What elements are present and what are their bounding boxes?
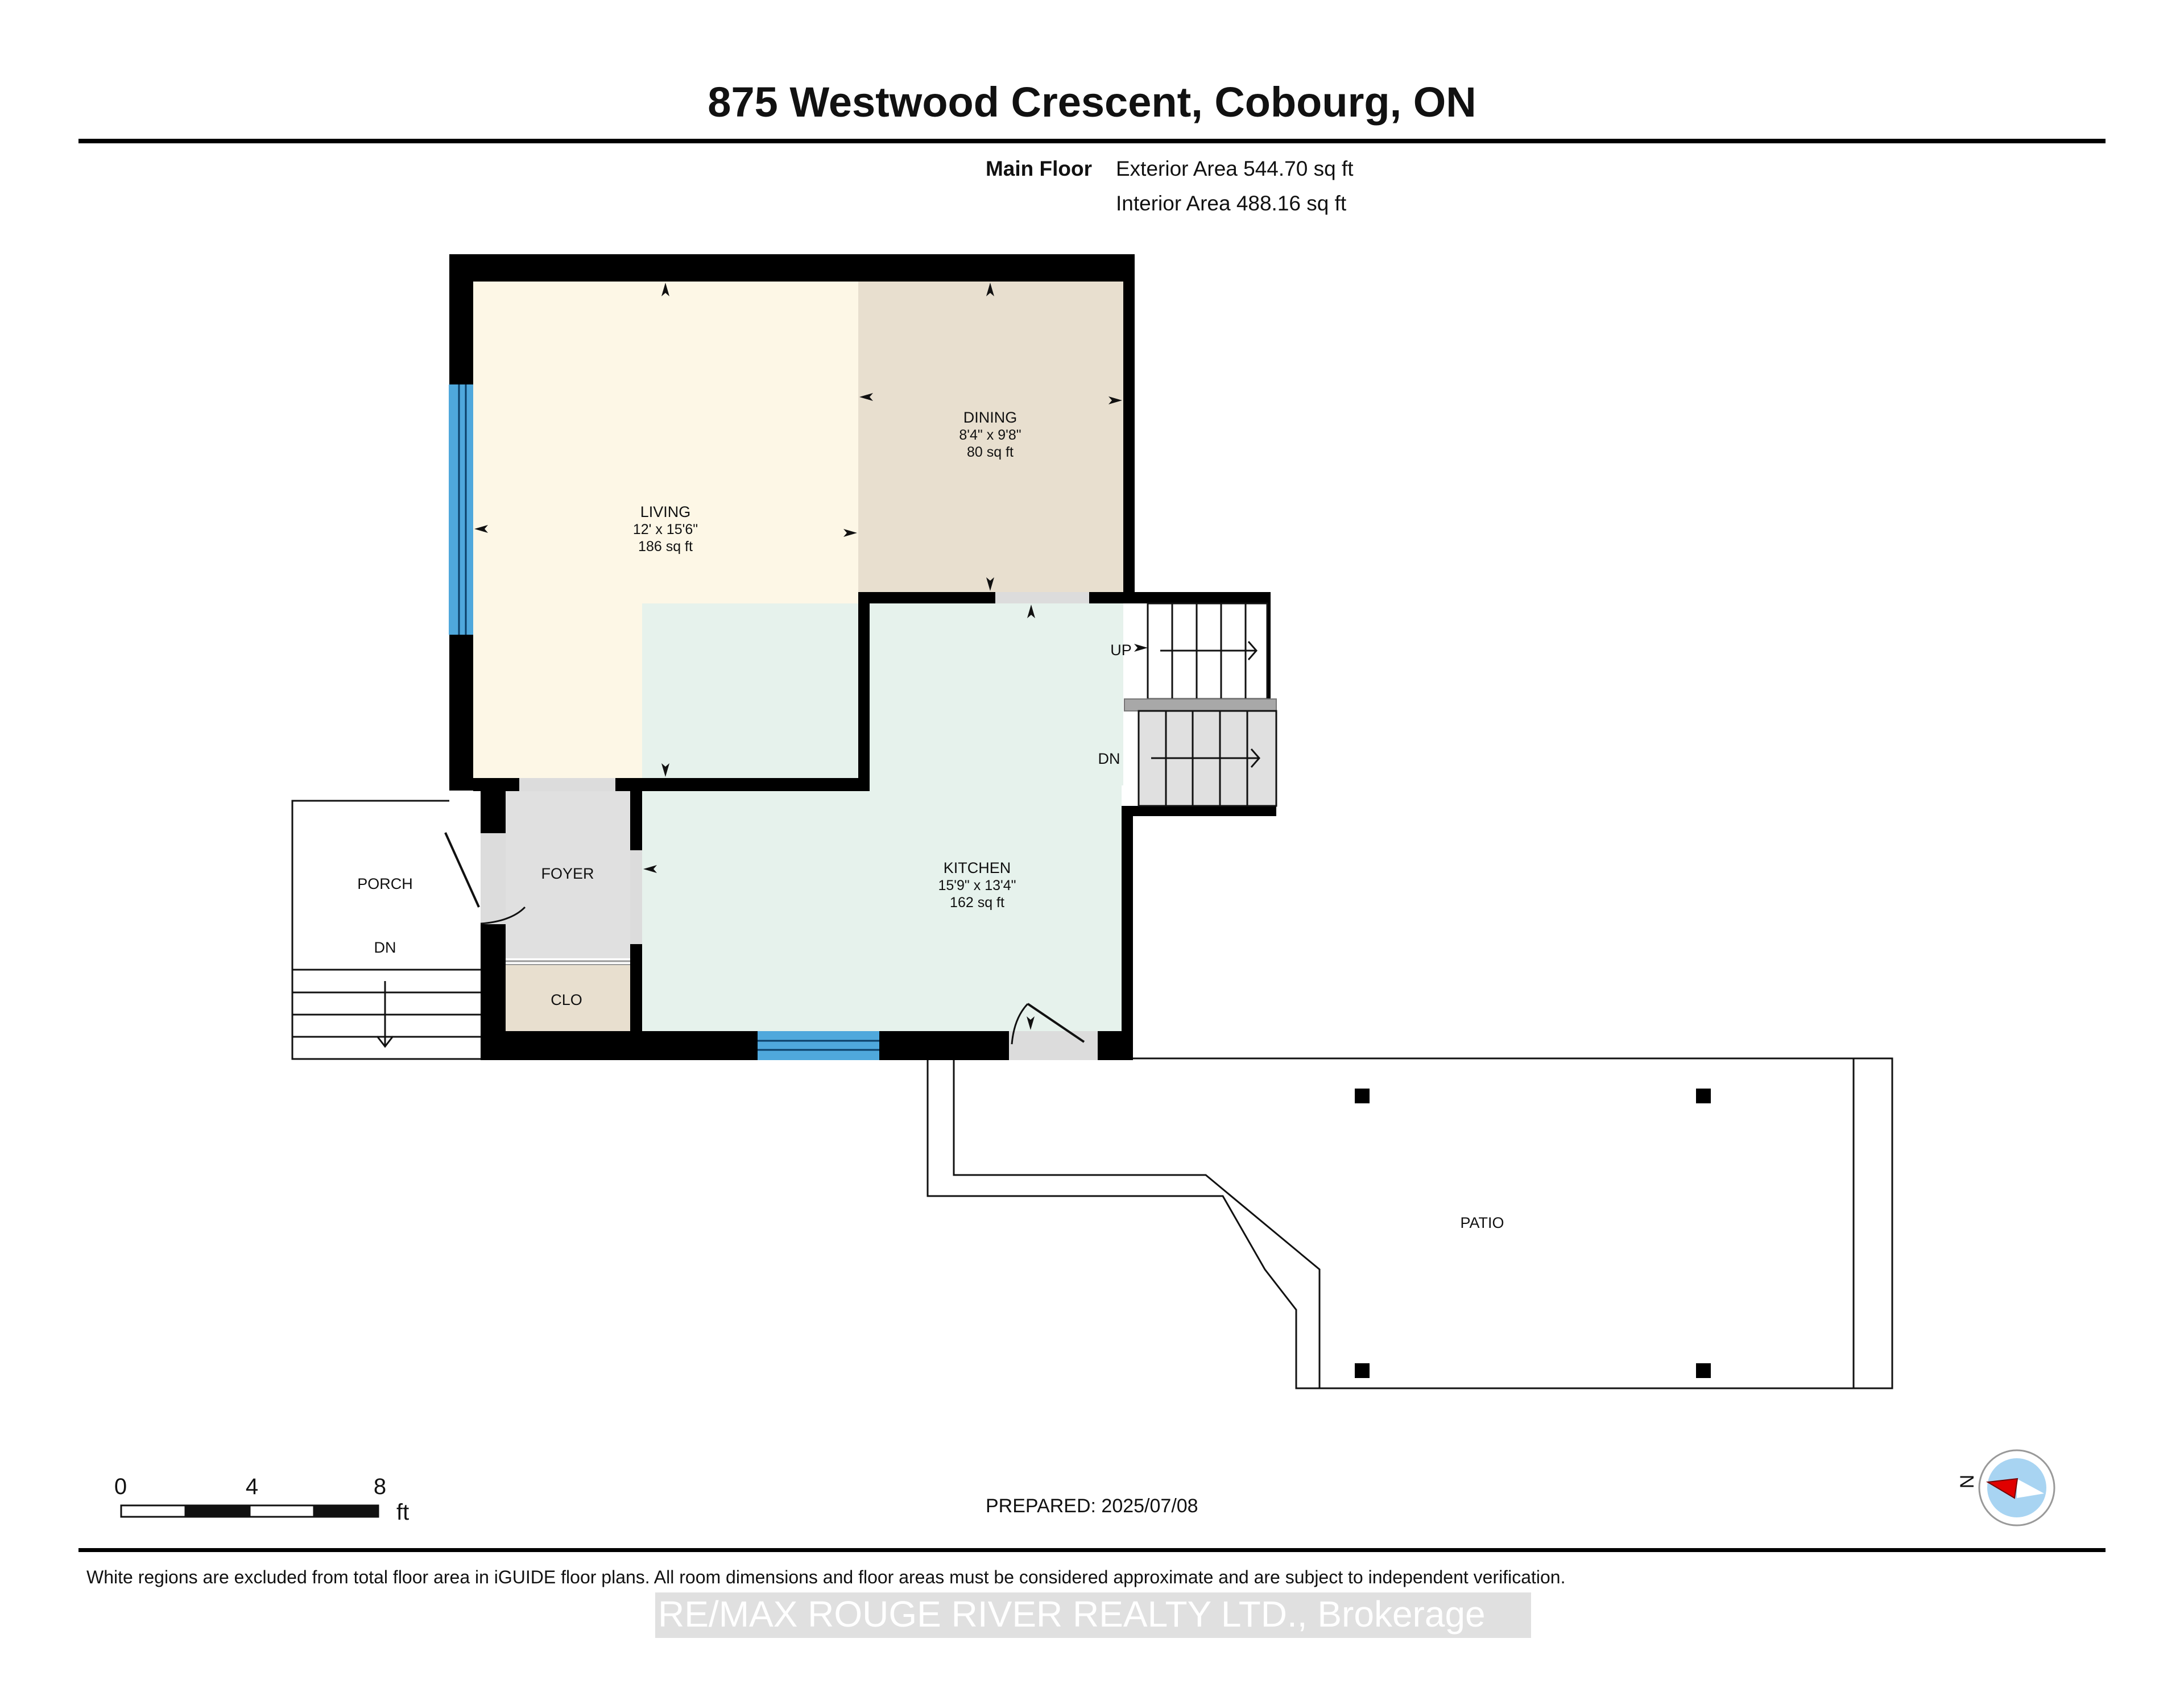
arrow-down-icon bbox=[986, 577, 994, 591]
floor-label: Main Floor bbox=[986, 157, 1092, 180]
header-rule bbox=[78, 139, 2106, 143]
wall-stairs-bottom bbox=[1122, 806, 1276, 816]
scale-unit: ft bbox=[396, 1500, 409, 1525]
room-label-dining: DINING 8'4" x 9'8" 80 sq ft bbox=[959, 409, 1021, 460]
room-label-closet: CLO bbox=[551, 991, 582, 1008]
scale-bar: 0 4 8 ft bbox=[114, 1474, 409, 1525]
room-area: 186 sq ft bbox=[638, 539, 693, 555]
footer-rule bbox=[78, 1548, 2106, 1552]
opening-living-foyer bbox=[519, 778, 615, 791]
foyer-fill bbox=[506, 791, 630, 958]
room-label-patio: PATIO bbox=[1460, 1214, 1504, 1231]
wall-living-kitchen bbox=[858, 592, 870, 791]
compass-icon: N bbox=[1956, 1449, 2055, 1526]
room-area: 80 sq ft bbox=[967, 444, 1014, 460]
wall-right-dining bbox=[1123, 254, 1135, 595]
opening-foyer-kitchen bbox=[630, 850, 642, 944]
room-area: 162 sq ft bbox=[950, 895, 1004, 911]
room-dimensions: 12' x 15'6" bbox=[633, 522, 698, 537]
room-name: KITCHEN bbox=[944, 859, 1011, 876]
wall-bottom bbox=[481, 1031, 1009, 1060]
wall-foyer-left-top bbox=[481, 791, 506, 833]
room-label-kitchen: KITCHEN 15'9" x 13'4" 162 sq ft bbox=[938, 859, 1016, 911]
arrow-right-icon bbox=[1108, 396, 1122, 404]
scale-tick-8: 8 bbox=[374, 1474, 386, 1499]
arrow-down-icon bbox=[1027, 1016, 1035, 1030]
arrow-up-icon bbox=[986, 283, 994, 296]
window-living-left bbox=[449, 384, 473, 635]
interior-area: Interior Area 488.16 sq ft bbox=[1116, 192, 1347, 215]
arrow-right-icon bbox=[1134, 644, 1148, 652]
compass-north-label: N bbox=[1956, 1475, 1978, 1489]
watermark: RE/MAX ROUGE RIVER REALTY LTD., Brokerag… bbox=[655, 1592, 1531, 1638]
stairs-up-label: UP bbox=[1110, 642, 1132, 659]
patio-post bbox=[1696, 1363, 1711, 1378]
room-label-living: LIVING 12' x 15'6" 186 sq ft bbox=[633, 503, 698, 555]
arrow-left-icon bbox=[859, 393, 873, 401]
disclaimer: White regions are excluded from total fl… bbox=[86, 1567, 1565, 1587]
front-door-arc bbox=[480, 906, 526, 925]
prepared-date: PREPARED: 2025/07/08 bbox=[986, 1495, 1198, 1517]
room-label-porch: PORCH bbox=[357, 875, 413, 892]
opening-dining-kitchen bbox=[995, 592, 1089, 603]
patio-post bbox=[1355, 1363, 1370, 1378]
stair-landing bbox=[1124, 698, 1277, 711]
porch bbox=[291, 800, 481, 1060]
dimension-arrows bbox=[474, 283, 1148, 1030]
stairs-down bbox=[1138, 710, 1277, 807]
front-door-leaf bbox=[444, 832, 480, 908]
window-kitchen-bottom bbox=[758, 1031, 879, 1060]
room-name: LIVING bbox=[640, 503, 691, 520]
patio bbox=[926, 1057, 1893, 1389]
arrow-down-icon bbox=[661, 763, 669, 777]
arrow-right-icon bbox=[843, 529, 857, 537]
wall-foyer-kitchen-top bbox=[630, 791, 642, 850]
scale-tick-0: 0 bbox=[114, 1474, 127, 1499]
room-name: DINING bbox=[963, 409, 1017, 426]
arrow-left-icon bbox=[474, 525, 488, 533]
patio-door-leaf bbox=[1027, 1003, 1085, 1043]
room-dimensions: 15'9" x 13'4" bbox=[938, 878, 1016, 893]
wall-kitchen-top-left bbox=[858, 592, 995, 603]
arrow-up-icon bbox=[661, 283, 669, 296]
porch-stairs-label: DN bbox=[374, 939, 396, 956]
arrow-up-icon bbox=[1027, 605, 1035, 618]
room-dimensions: 8'4" x 9'8" bbox=[959, 427, 1021, 443]
room-label-foyer: FOYER bbox=[541, 865, 594, 882]
page-title: 875 Westwood Crescent, Cobourg, ON bbox=[708, 78, 1476, 126]
wall-stairs-up-right bbox=[1266, 592, 1271, 699]
patio-door-arc bbox=[1011, 1003, 1029, 1045]
patio-post bbox=[1696, 1089, 1711, 1103]
dining-room-fill bbox=[858, 282, 1123, 592]
closet-fill bbox=[504, 964, 630, 1031]
patio-post bbox=[1355, 1089, 1370, 1103]
kitchen-fill-upper bbox=[870, 603, 1123, 785]
exterior-area: Exterior Area 544.70 sq ft bbox=[1116, 157, 1354, 180]
door-openings bbox=[481, 592, 1098, 1060]
door-swings bbox=[444, 832, 1085, 1045]
wall-kitchen-top-right bbox=[1089, 592, 1268, 603]
scale-tick-4: 4 bbox=[246, 1474, 258, 1499]
stairs-up bbox=[1147, 602, 1268, 700]
wall-top bbox=[449, 254, 1135, 282]
opening-front-door bbox=[481, 833, 506, 924]
stairs-down-label: DN bbox=[1098, 750, 1120, 767]
opening-patio-door bbox=[1009, 1031, 1098, 1060]
room-fills bbox=[473, 282, 1123, 1031]
windows bbox=[449, 384, 879, 1060]
wall-kitchen-right bbox=[1122, 806, 1133, 1060]
watermark-text: RE/MAX ROUGE RIVER REALTY LTD., Brokerag… bbox=[658, 1594, 1486, 1635]
arrow-left-icon bbox=[643, 865, 657, 873]
